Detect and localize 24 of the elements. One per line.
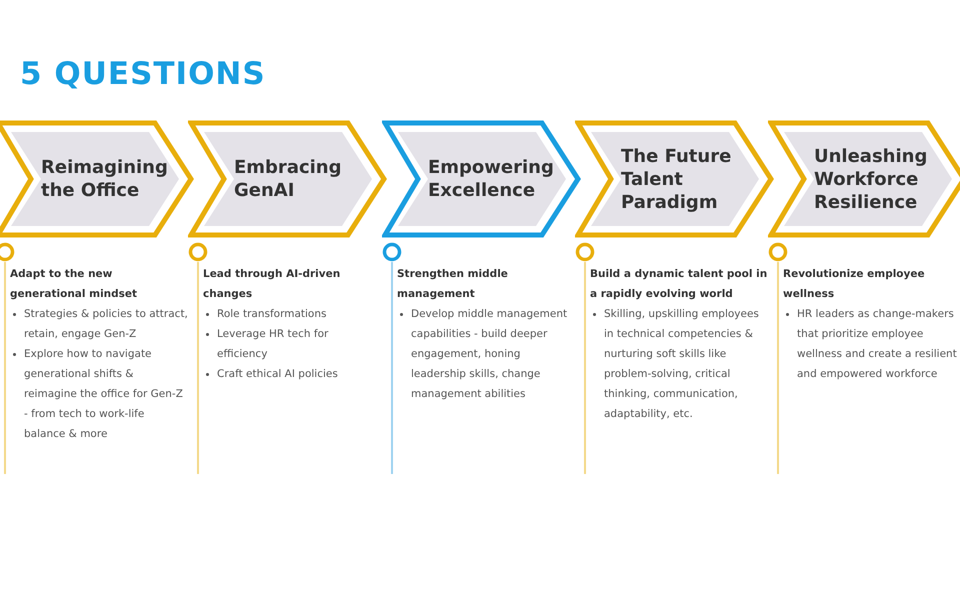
step-heading: The Future Talent Paradigm [621, 144, 732, 214]
chevron-shape [188, 120, 388, 238]
chevron-shape [382, 120, 582, 238]
column-heading: Revolutionize employee wellness [783, 267, 926, 302]
column-heading: Build a dynamic talent pool in a rapidly evolving world [590, 267, 768, 302]
bullet-text: Craft ethical AI policies [217, 368, 338, 380]
step-heading: Embracing GenAI [234, 156, 342, 202]
step-heading: Reimagining the Office [41, 156, 169, 202]
column-heading: Lead through AI-driven changes [203, 267, 342, 302]
step-heading: Unleashing Workforce Resilience [814, 144, 928, 214]
bullet-text: Leverage HR tech for efficiency [217, 328, 328, 360]
chevron-shape [768, 120, 960, 238]
bullet-text: HR leaders as change-makers that prioritize employee wellness and create a resilient and empowered workforce [797, 308, 957, 380]
bullet-text: Role transformations [217, 308, 326, 320]
step-heading: Empowering Excellence [428, 156, 555, 202]
column-heading: Strengthen middle management [397, 267, 509, 302]
bullet-text: Explore how to navigate generational shifts & reimagine the office for Gen-Z - from tech to work-life balance & more [24, 348, 183, 440]
bullet-text: Skilling, upskilling employees in technical competencies & nurturing soft skills like problem-solving, critical thinking, communication, adaptability, etc. [604, 308, 759, 420]
chevron-shape [575, 120, 775, 238]
column-heading: Adapt to the new generational mindset [10, 267, 138, 302]
bullet-text: Develop middle management capabilities - build deeper engagement, honing leadership skills, change management abilities [411, 308, 568, 400]
title: 5 QUESTIONS [20, 56, 266, 92]
chevron-shape [0, 120, 195, 238]
bullet-text: Strategies & policies to attract, retain, engage Gen-Z [24, 308, 188, 340]
